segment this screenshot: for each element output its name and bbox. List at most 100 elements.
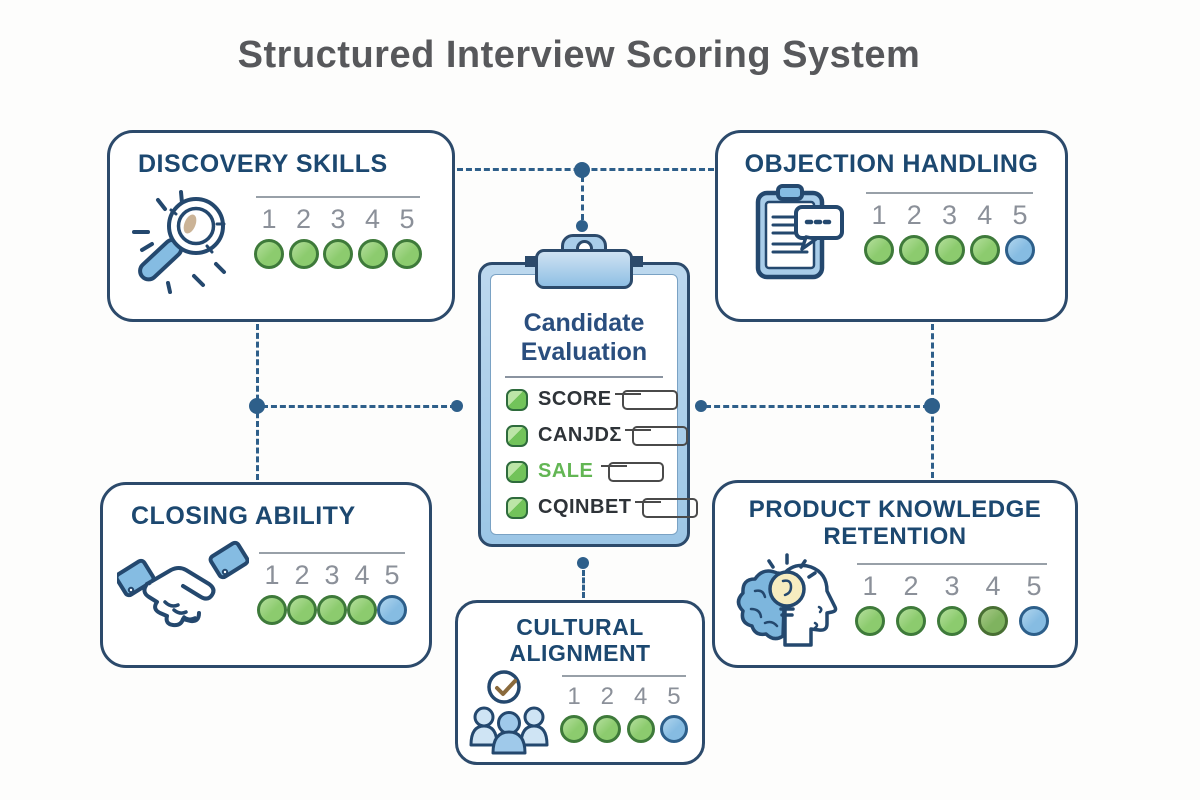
score-dot-green	[969, 235, 1000, 265]
score-number: 4	[354, 560, 370, 590]
blank-field	[634, 497, 698, 518]
score-column: 2	[288, 206, 319, 269]
checklist-item: SCORE	[506, 388, 678, 411]
score-dot-green	[593, 714, 622, 743]
junction-dot	[695, 400, 707, 412]
score-number: 5	[1026, 570, 1042, 601]
score-number: 1	[871, 200, 887, 230]
score-dot-blue	[659, 714, 688, 743]
checklist-label: CQINBET	[538, 496, 632, 518]
checklist-item: SALE	[506, 460, 664, 483]
score-column: 3	[323, 206, 353, 269]
score-dot-green	[287, 595, 317, 625]
score-number: 4	[985, 570, 1001, 601]
checklist-label: SCORE	[538, 388, 612, 410]
clipboard-chat-icon	[744, 180, 856, 293]
score-column: 2	[287, 562, 317, 625]
score-column: 5	[1005, 202, 1035, 265]
team-check-icon	[468, 669, 552, 768]
score-column: 2	[899, 200, 930, 265]
score-column: 4	[357, 204, 388, 269]
connector-bottom-vertical	[582, 570, 585, 598]
score-number: 2	[903, 570, 919, 601]
connector-top-vertical	[581, 176, 584, 220]
panel-product-knowledge-retention: PRODUCT KNOWLEDGE RETENTION	[712, 480, 1078, 668]
score-number: 1	[567, 682, 581, 710]
page-title: Structured Interview Scoring System	[237, 34, 921, 76]
score-column: 4	[626, 682, 655, 743]
score-number: 5	[399, 204, 415, 234]
score-column: 1	[254, 206, 284, 269]
checkbox-icon	[506, 388, 528, 411]
score-dot-green	[392, 239, 422, 269]
score-number: 4	[364, 204, 381, 234]
clipboard-clip-tab	[535, 249, 633, 289]
score-dot-blue	[1019, 605, 1049, 636]
score-number: 4	[633, 682, 648, 710]
score-dot-green	[864, 235, 894, 265]
blank-field	[601, 461, 664, 482]
checkbox-icon	[506, 424, 528, 447]
score-column: 1	[257, 562, 287, 625]
score-number: 5	[1012, 200, 1028, 230]
checklist-item: CQINBET	[506, 496, 698, 519]
score-column: 5	[659, 682, 688, 743]
score-dot-green	[934, 235, 965, 265]
rating-divider	[562, 674, 686, 677]
panel-title: OBJECTION HANDLING	[744, 150, 1039, 178]
rating-divider	[857, 562, 1047, 565]
connector-right-horizontal	[705, 405, 929, 408]
score-dot-green	[626, 714, 655, 743]
blank-field	[614, 389, 678, 410]
score-dot-green	[937, 605, 967, 636]
blank-field	[624, 425, 688, 446]
score-number: 4	[977, 200, 993, 230]
rating-divider	[259, 552, 405, 554]
clip-nub	[525, 256, 540, 267]
score-number: 3	[944, 570, 960, 601]
score-column: 5	[392, 206, 422, 269]
clip-nub	[628, 256, 643, 267]
score-dot-blue	[377, 595, 407, 625]
score-number: 1	[264, 560, 280, 590]
score-dot-green	[855, 605, 885, 636]
score-number: 1	[862, 570, 878, 601]
score-dot-blue	[1005, 235, 1035, 265]
score-dot-green	[317, 595, 347, 625]
score-number: 2	[600, 682, 614, 710]
magnifier-icon	[124, 184, 246, 307]
panel-discovery-skills: DISCOVERY SKILLS	[107, 130, 455, 322]
score-dot-green	[288, 239, 319, 269]
junction-dot	[574, 162, 590, 178]
score-number: 2	[294, 560, 310, 590]
score-dot-green	[357, 239, 388, 269]
checkbox-icon	[506, 496, 528, 519]
score-number: 5	[384, 560, 400, 590]
score-number: 5	[667, 682, 681, 710]
checklist-label: CANJDΣ	[538, 424, 622, 446]
panel-title: CLOSING ABILITY	[131, 502, 356, 530]
score-column: 2	[896, 570, 926, 636]
score-dot-green	[257, 595, 287, 625]
panel-title: PRODUCT KNOWLEDGE RETENTION	[748, 496, 1042, 550]
panel-objection-handling: OBJECTION HANDLING	[715, 130, 1068, 322]
junction-dot	[577, 557, 589, 569]
divider	[505, 376, 663, 378]
score-number: 2	[906, 200, 922, 230]
score-column: 3	[934, 202, 965, 265]
panel-title: DISCOVERY SKILLS	[138, 150, 388, 178]
panel-title: CULTURAL ALIGNMENT	[509, 614, 651, 666]
score-dot-green	[896, 605, 926, 636]
score-number: 3	[324, 560, 340, 590]
checklist-item: CANJDΣ	[506, 424, 688, 447]
junction-dot	[451, 400, 463, 412]
score-column: 1	[864, 202, 894, 265]
score-dot-green	[560, 714, 588, 743]
